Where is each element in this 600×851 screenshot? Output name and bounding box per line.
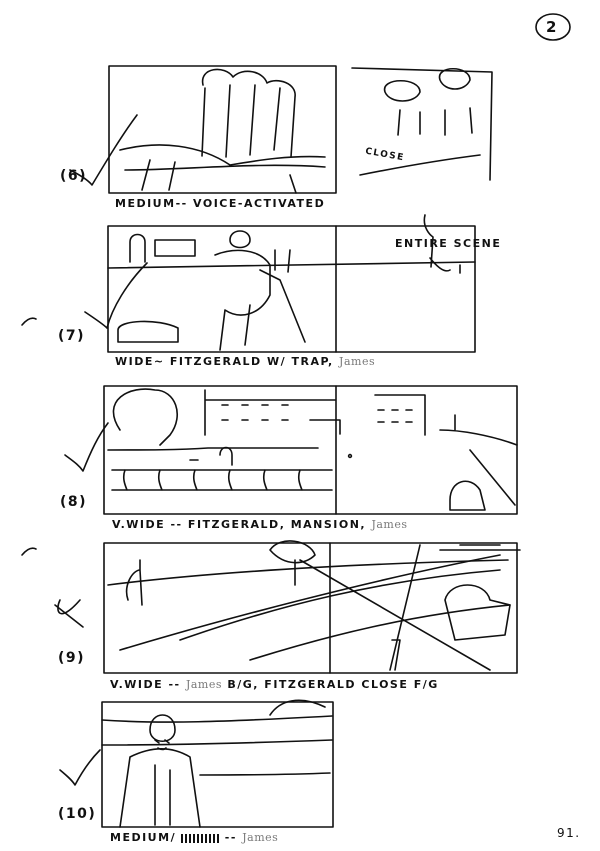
panel-6-frame [108,65,337,194]
sheet-number: 91. [557,826,581,840]
panel-9-actor-name: James [185,678,223,691]
panel-10-number: (10) [58,806,97,822]
panel-8-caption: V.WIDE -- FITZGERALD, MANSION, James [112,518,408,531]
panel-8-frame [103,385,518,515]
hole-punch-mark [21,317,37,326]
panel-10-caption: MEDIUM/ -- James [110,831,278,844]
panel-7-caption: WIDE~ FITZGERALD W/ TRAP, James [115,355,375,368]
panel-7-number: (7) [58,328,86,344]
page-number: 2 [546,18,558,36]
panel-6-caption: MEDIUM-- VOICE-ACTIVATED [115,197,326,210]
panel-10-caption-dash: -- [224,831,237,844]
hole-punch-mark [21,547,37,556]
panel-9-frame [103,540,521,674]
panel-8-number: (8) [60,494,88,510]
page-number-circle [535,13,571,41]
panel-10-frame [101,699,334,828]
panel-8-actor-name: James [371,518,408,531]
panel-10-actor-name: James [242,831,279,844]
panel-7-actor-name: James [339,355,376,368]
panel-6-inset [351,67,493,181]
panel-10-caption-text: MEDIUM/ [110,831,177,844]
panel-10-check [59,749,101,786]
panel-7-check [84,262,148,329]
panel-8-caption-text: V.WIDE -- FITZGERALD, MANSION, [112,518,367,531]
panel-8-check [64,422,109,472]
panel-6-check [69,114,138,186]
panel-9-number: (9) [58,650,86,666]
panel-6-number: (6) [60,168,88,184]
panel-9-caption-prefix: V.WIDE -- [110,678,181,691]
panel-9-check [54,599,84,628]
panel-7-inset-label: ENTIRE SCENE [395,237,502,250]
panel-10-scribble [181,833,220,843]
panel-9-caption-text: B/G, FITZGERALD CLOSE F/G [227,678,439,691]
panel-7-frame [107,214,476,353]
panel-7-caption-text: WIDE~ FITZGERALD W/ TRAP, [115,355,334,368]
panel-9-caption: V.WIDE -- James B/G, FITZGERALD CLOSE F/… [110,678,439,691]
